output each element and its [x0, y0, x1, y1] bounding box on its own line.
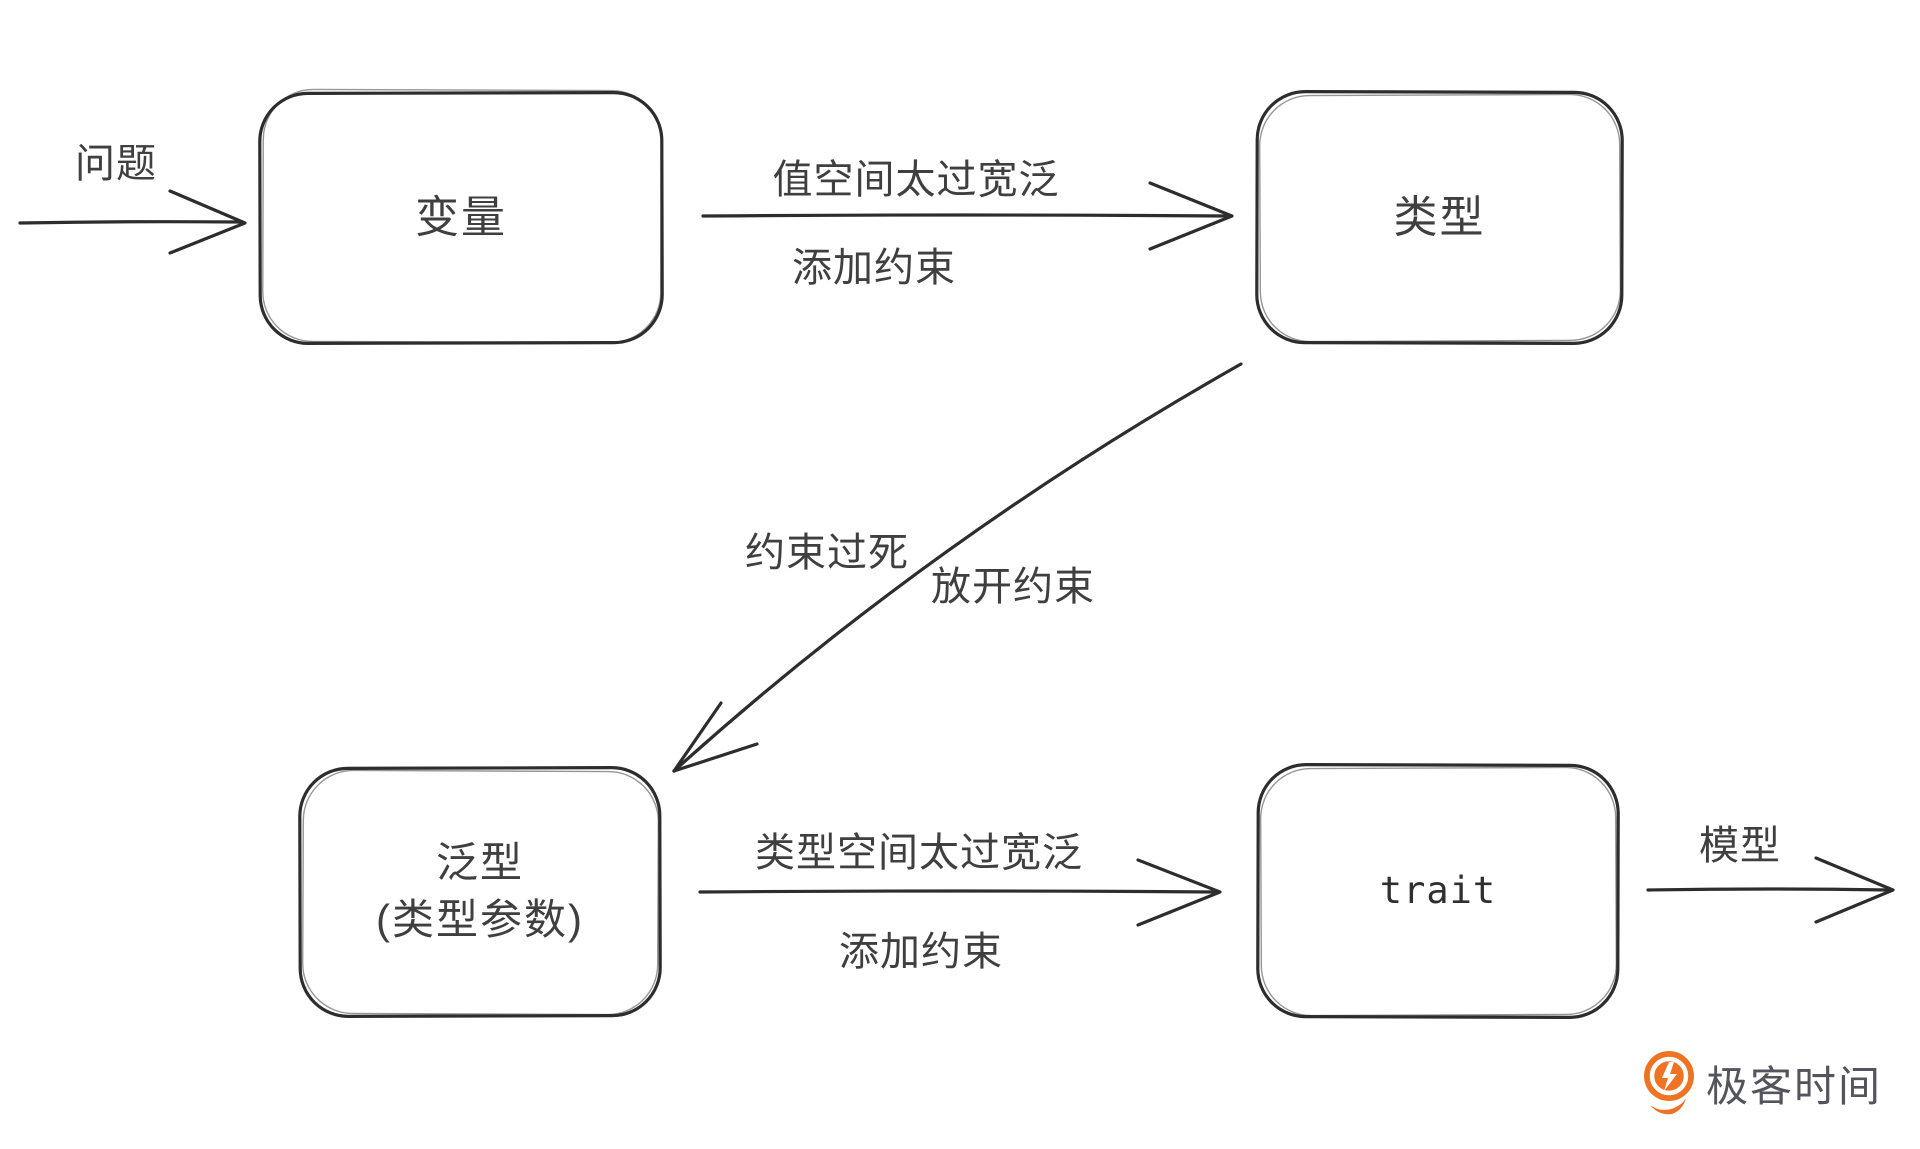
model-arrow [1646, 856, 1895, 924]
loosen-constraint-arrow [672, 362, 1243, 773]
edge-label-problem: 问题 [75, 142, 157, 186]
problem-arrow [18, 189, 247, 255]
edge-label-type-space-broad: 类型空间太过宽泛 [755, 831, 1083, 875]
edge-label-value-space-broad: 值空间太过宽泛 [772, 158, 1060, 202]
edge-label-add-constraint-2: 添加约束 [839, 930, 1003, 974]
node-box-variable [258, 88, 664, 346]
node-label-generic-sub: (类型参数) [376, 896, 584, 943]
brand-logo-text: 极客时间 [1706, 1062, 1883, 1110]
edge-label-model: 模型 [1699, 824, 1781, 868]
value-space-arrow [701, 181, 1234, 251]
edge-label-loosen-constraint: 放开约束 [931, 565, 1095, 609]
node-label-generic: 泛型 (类型参数) [300, 768, 660, 1016]
node-label-trait: trait [1379, 869, 1497, 913]
edge-label-constraint-too-rigid: 约束过死 [745, 531, 909, 575]
geektime-logo-icon [1644, 1051, 1694, 1115]
node-box-trait [1256, 763, 1620, 1019]
brand-logo: 极客时间 [1641, 1048, 1882, 1118]
node-box-generic [298, 766, 662, 1018]
edge-label-add-constraint-1: 添加约束 [792, 246, 956, 290]
node-box-type [1255, 90, 1624, 345]
node-label-generic-main: 泛型 [435, 839, 524, 887]
node-label-type: 类型 [1393, 192, 1486, 242]
type-space-arrow [698, 858, 1222, 927]
node-label-variable: 变量 [415, 193, 507, 243]
